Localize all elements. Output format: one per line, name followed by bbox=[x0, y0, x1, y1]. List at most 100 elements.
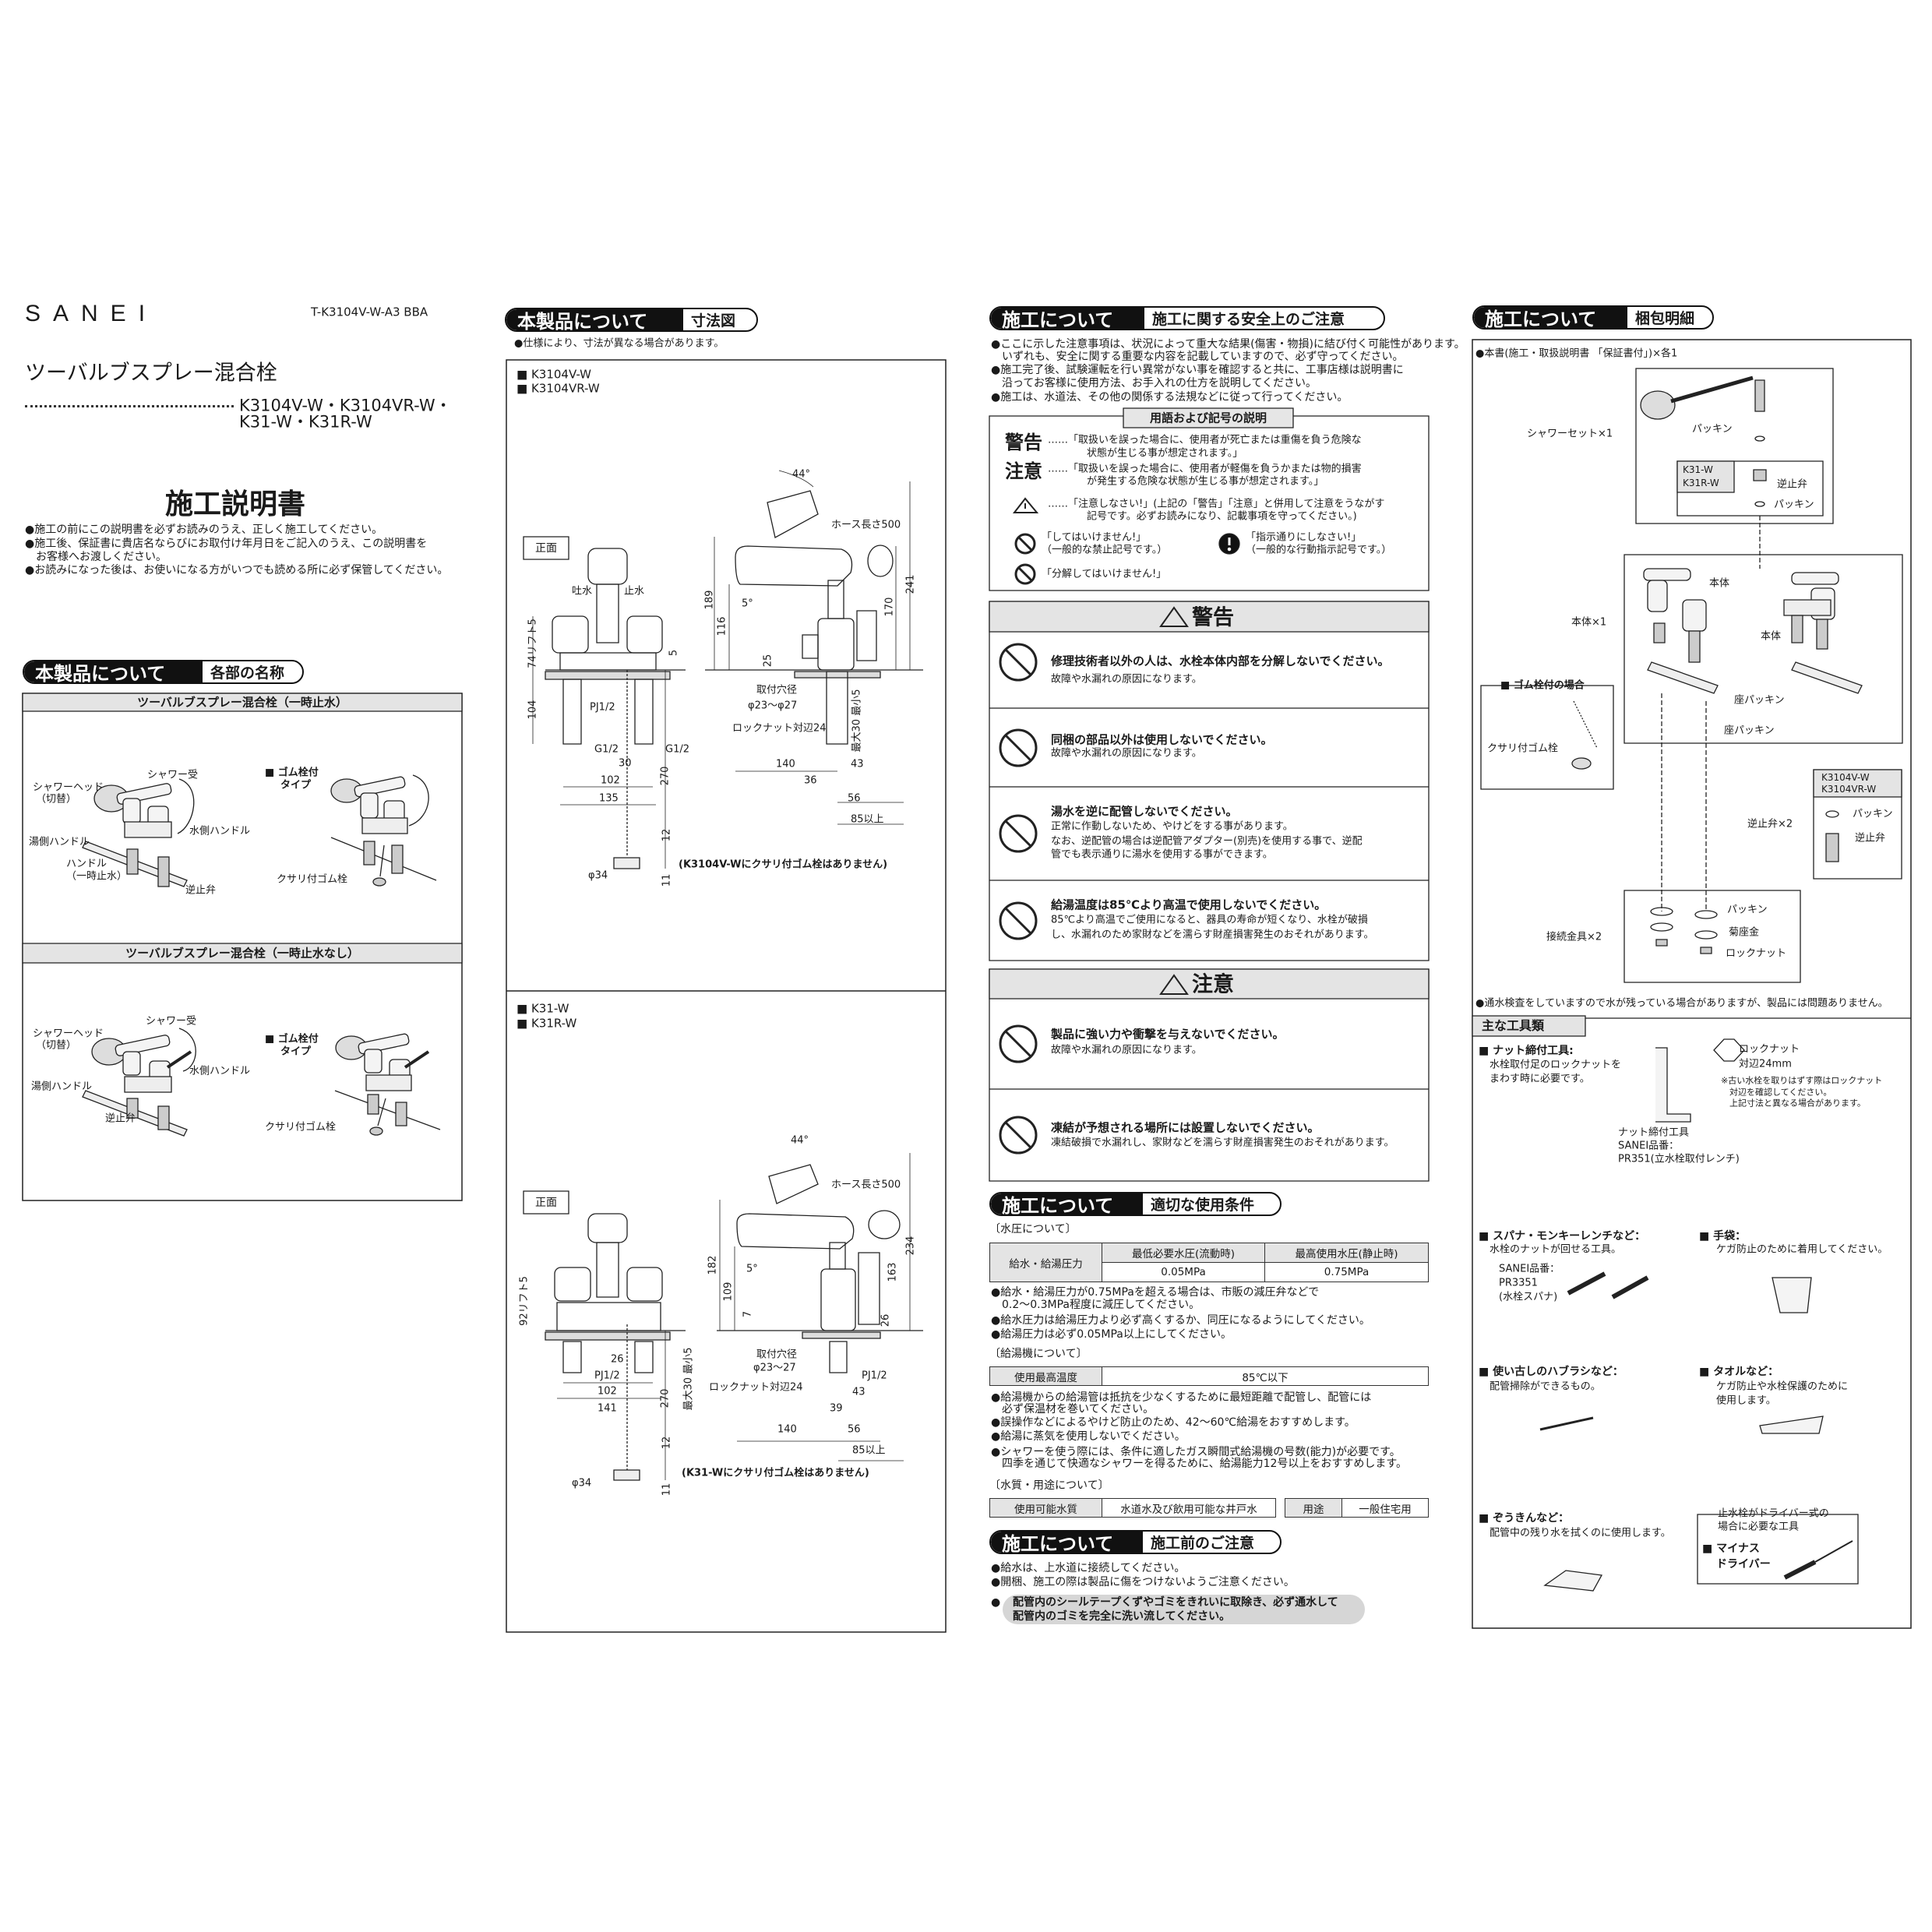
warning-item-text: 故障や水漏れの原因になります。 bbox=[1051, 747, 1202, 760]
intro-line: お客様へお渡しください。 bbox=[25, 551, 167, 563]
drawing-note: (K31-Wにクサリ付ゴム栓はありません) bbox=[682, 1467, 869, 1479]
package-label: パッキン bbox=[1692, 423, 1733, 435]
dimension-label: 170 bbox=[883, 597, 896, 617]
tool-desc: 使用します。 bbox=[1716, 1394, 1776, 1407]
pressure-row-header: 給水・給湯圧力 bbox=[989, 1243, 1102, 1282]
panel-title: ツーバルブスプレー混合栓（一時止水） bbox=[137, 695, 347, 710]
tool-name: ■ ナット締付工具: bbox=[1479, 1045, 1574, 1057]
package-label: 逆止弁 bbox=[1855, 832, 1886, 844]
term-text: ……「取扱いを誤った場合に、使用者が軽傷を負うかまたは物的損害 bbox=[1048, 463, 1362, 475]
dimension-label: 12 bbox=[661, 828, 673, 842]
tool-note: 対辺を確認してください。 bbox=[1729, 1087, 1832, 1098]
tool-name: ドライバー bbox=[1716, 1558, 1771, 1571]
dimension-label: 104 bbox=[527, 700, 539, 720]
dimension-label: 270 bbox=[659, 766, 672, 786]
package-label: 逆止弁 bbox=[1777, 478, 1808, 491]
dimension-label: 最大30 最小5 bbox=[682, 1347, 695, 1411]
part-label: 逆止弁 bbox=[185, 884, 217, 897]
dimension-label: 140 bbox=[776, 758, 795, 770]
pressure-col-max: 最高使用水圧(静止時) bbox=[1264, 1243, 1429, 1263]
section-tag: 施工について bbox=[991, 1532, 1143, 1553]
warning-item-title: 湯水を逆に配管しないでください。 bbox=[1051, 804, 1238, 819]
section-tag: 本製品について bbox=[24, 661, 203, 682]
pre-install-bullet: ●開梱、施工の際は製品に傷をつけないようご注意ください。 bbox=[991, 1576, 1295, 1588]
part-label: ■ ゴム栓付 bbox=[265, 767, 319, 779]
dimension-label: ロックナット対辺24 bbox=[732, 722, 827, 735]
tool-name: ロックナット bbox=[1739, 1043, 1800, 1056]
tool-desc: ケガ防止のために着用してください。 bbox=[1716, 1243, 1888, 1256]
term-text: 記号です。必ずお読みになり、記載事項を守ってください。) bbox=[1087, 510, 1357, 523]
section-tag: 施工について bbox=[1474, 307, 1627, 328]
section-header-parts: 本製品について各部の名称 bbox=[23, 660, 304, 684]
faucet-illustration-nostop-plug bbox=[335, 1033, 440, 1135]
parts-panel-frame bbox=[23, 693, 462, 1200]
package-label: パッキン bbox=[1774, 499, 1814, 511]
caution-item-text: 故障や水漏れの原因になります。 bbox=[1051, 1044, 1202, 1056]
part-label: （切替） bbox=[36, 793, 77, 806]
part-label: タイプ bbox=[280, 1045, 312, 1058]
package-label: 本体 bbox=[1709, 577, 1730, 590]
tool-note: ※古い水栓を取りはずす際はロックナット bbox=[1721, 1075, 1883, 1086]
tool-condition: 場合に必要な工具 bbox=[1718, 1521, 1800, 1533]
view-label: 正面 bbox=[535, 542, 557, 555]
dimension-label: 26 bbox=[880, 1313, 892, 1327]
term-text: 状態が生じる事が想定されます。」 bbox=[1087, 447, 1243, 460]
faucet-illustration-stop-plug bbox=[331, 775, 436, 886]
package-label: 菊座金 bbox=[1729, 926, 1760, 939]
caution-frame bbox=[989, 969, 1429, 1181]
dimension-label: PJ1/2 bbox=[590, 701, 615, 714]
subheading: 〔水質・用途について〕 bbox=[989, 1479, 1109, 1492]
part-label: シャワー受 bbox=[147, 769, 199, 781]
heater-label: 使用最高温度 bbox=[989, 1366, 1102, 1386]
dimension-label: 取付穴径 bbox=[756, 684, 798, 696]
part-label: クサリ付ゴム栓 bbox=[265, 1121, 337, 1133]
section-tag: 本製品について bbox=[506, 309, 683, 330]
alert-triangle-icon bbox=[1014, 499, 1187, 994]
warning-item-text: なお、逆配管の場合は逆配管アダプター(別売)を使用する事で、逆配 bbox=[1051, 835, 1363, 848]
dimension-label: ロックナット対辺24 bbox=[709, 1381, 803, 1394]
dimension-label: 12 bbox=[661, 1436, 673, 1450]
tool-desc: 配管掃除ができるもの。 bbox=[1490, 1380, 1601, 1393]
doc-code: T-K3104V-W-A3 BBA bbox=[311, 305, 428, 319]
warning-item-title: 修理技術者以外の人は、水栓本体内部を分解しないでください。 bbox=[1051, 654, 1390, 668]
dimension-label: 92リフト5 bbox=[518, 1276, 531, 1326]
package-label: 座パッキン bbox=[1734, 694, 1785, 707]
section-title: 各部の名称 bbox=[210, 665, 285, 682]
package-label: ■ ゴム栓付の場合 bbox=[1500, 679, 1585, 692]
tool-caption: SANEI品番： bbox=[1618, 1140, 1680, 1152]
pressure-col-min: 最低必要水圧(流動時) bbox=[1102, 1243, 1265, 1263]
terms-frame bbox=[989, 408, 1429, 591]
section-header-safety: 施工について施工に関する安全上のご注意 bbox=[989, 306, 1385, 330]
dimension-label: 11 bbox=[661, 873, 673, 887]
tool-name: ■ マイナス bbox=[1702, 1542, 1760, 1555]
term-text: 「してはいけません!」 bbox=[1042, 531, 1147, 544]
package-label: パッキン bbox=[1727, 904, 1768, 916]
caution-item-title: 凍結が予想される場所には設置しないでください。 bbox=[1051, 1120, 1320, 1135]
pressure-min-value: 0.05MPa bbox=[1102, 1262, 1265, 1282]
prohibition-icons bbox=[1000, 534, 1036, 1153]
dimension-label: 止水 bbox=[624, 585, 645, 598]
manual-title: 施工説明書 bbox=[165, 488, 306, 520]
view-label: 正面 bbox=[535, 1197, 557, 1209]
tool-note: 上記寸法と異なる場合があります。 bbox=[1729, 1098, 1866, 1109]
dimension-label: G1/2 bbox=[665, 743, 689, 756]
front-view-drawing-1 bbox=[533, 548, 686, 869]
part-label: 水側ハンドル bbox=[189, 825, 251, 837]
dimension-label: 44° bbox=[791, 1134, 809, 1147]
package-label: ロックナット bbox=[1726, 947, 1787, 960]
dimension-label: 56 bbox=[848, 1423, 861, 1436]
tool-code: SANEI品番： bbox=[1499, 1263, 1560, 1275]
model-numbers: K31-W・K31R-W bbox=[239, 412, 372, 432]
model-label: K3104V-W bbox=[1821, 772, 1870, 783]
part-label: 逆止弁 bbox=[105, 1112, 136, 1125]
dimension-label: 182 bbox=[707, 1255, 719, 1275]
caution-item-title: 製品に強い力や衝撃を与えないでください。 bbox=[1051, 1027, 1285, 1042]
dimension-label: 取付穴径 bbox=[756, 1349, 798, 1361]
dimension-label: φ34 bbox=[572, 1477, 592, 1490]
warning-title: 警告 bbox=[1192, 605, 1234, 630]
model-numbers: K3104V-W・K3104VR-W・ bbox=[239, 396, 452, 415]
term-text: （一般的な行動指示記号です。） bbox=[1246, 544, 1392, 556]
dimension-label: φ23～φ27 bbox=[748, 700, 798, 712]
dimension-label: 270 bbox=[659, 1388, 672, 1408]
tool-desc: ケガ防止や水栓保護のために bbox=[1716, 1380, 1849, 1393]
